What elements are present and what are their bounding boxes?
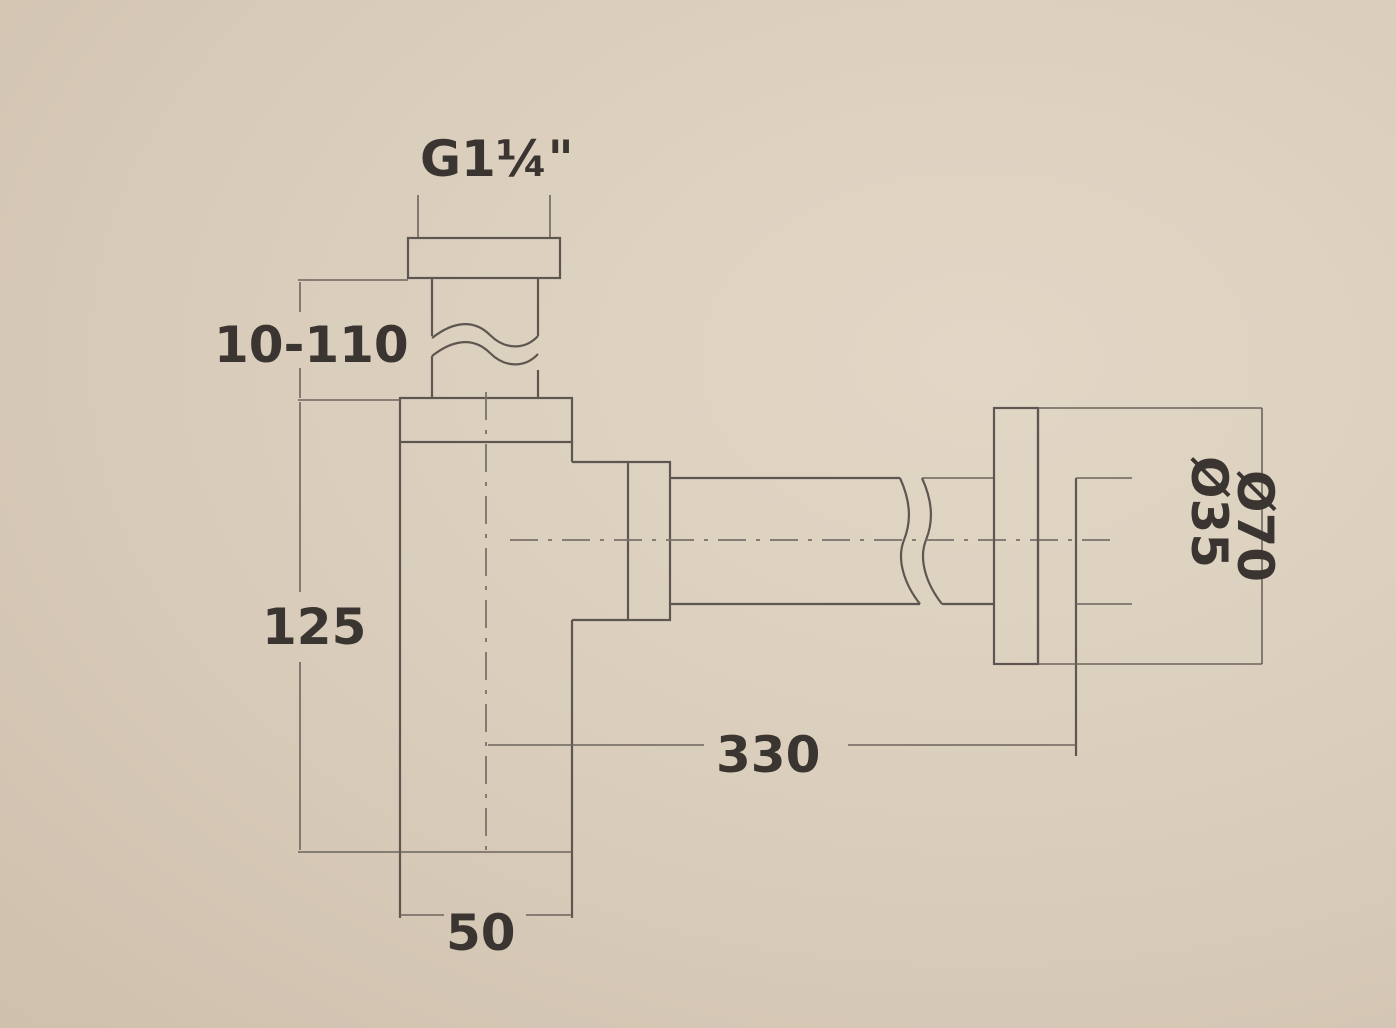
body-width-label: 50 (446, 904, 516, 962)
outlet-nut (626, 460, 672, 622)
thread-size-label: G1¼" (420, 130, 574, 188)
outlet-pipe (510, 476, 1112, 606)
height-adjust-label: 10-110 (214, 316, 409, 374)
rosette-outer-diameter-label: Ø70 (1226, 470, 1284, 582)
body-height-label: 125 (262, 598, 366, 656)
pipe-length-label: 330 (716, 726, 820, 784)
trap-body (398, 392, 628, 918)
rosette-inner-diameter-label: Ø35 (1180, 456, 1238, 568)
inlet-connector (406, 195, 562, 398)
wall-rosette (992, 406, 1263, 756)
dimension-lines (298, 279, 1076, 916)
